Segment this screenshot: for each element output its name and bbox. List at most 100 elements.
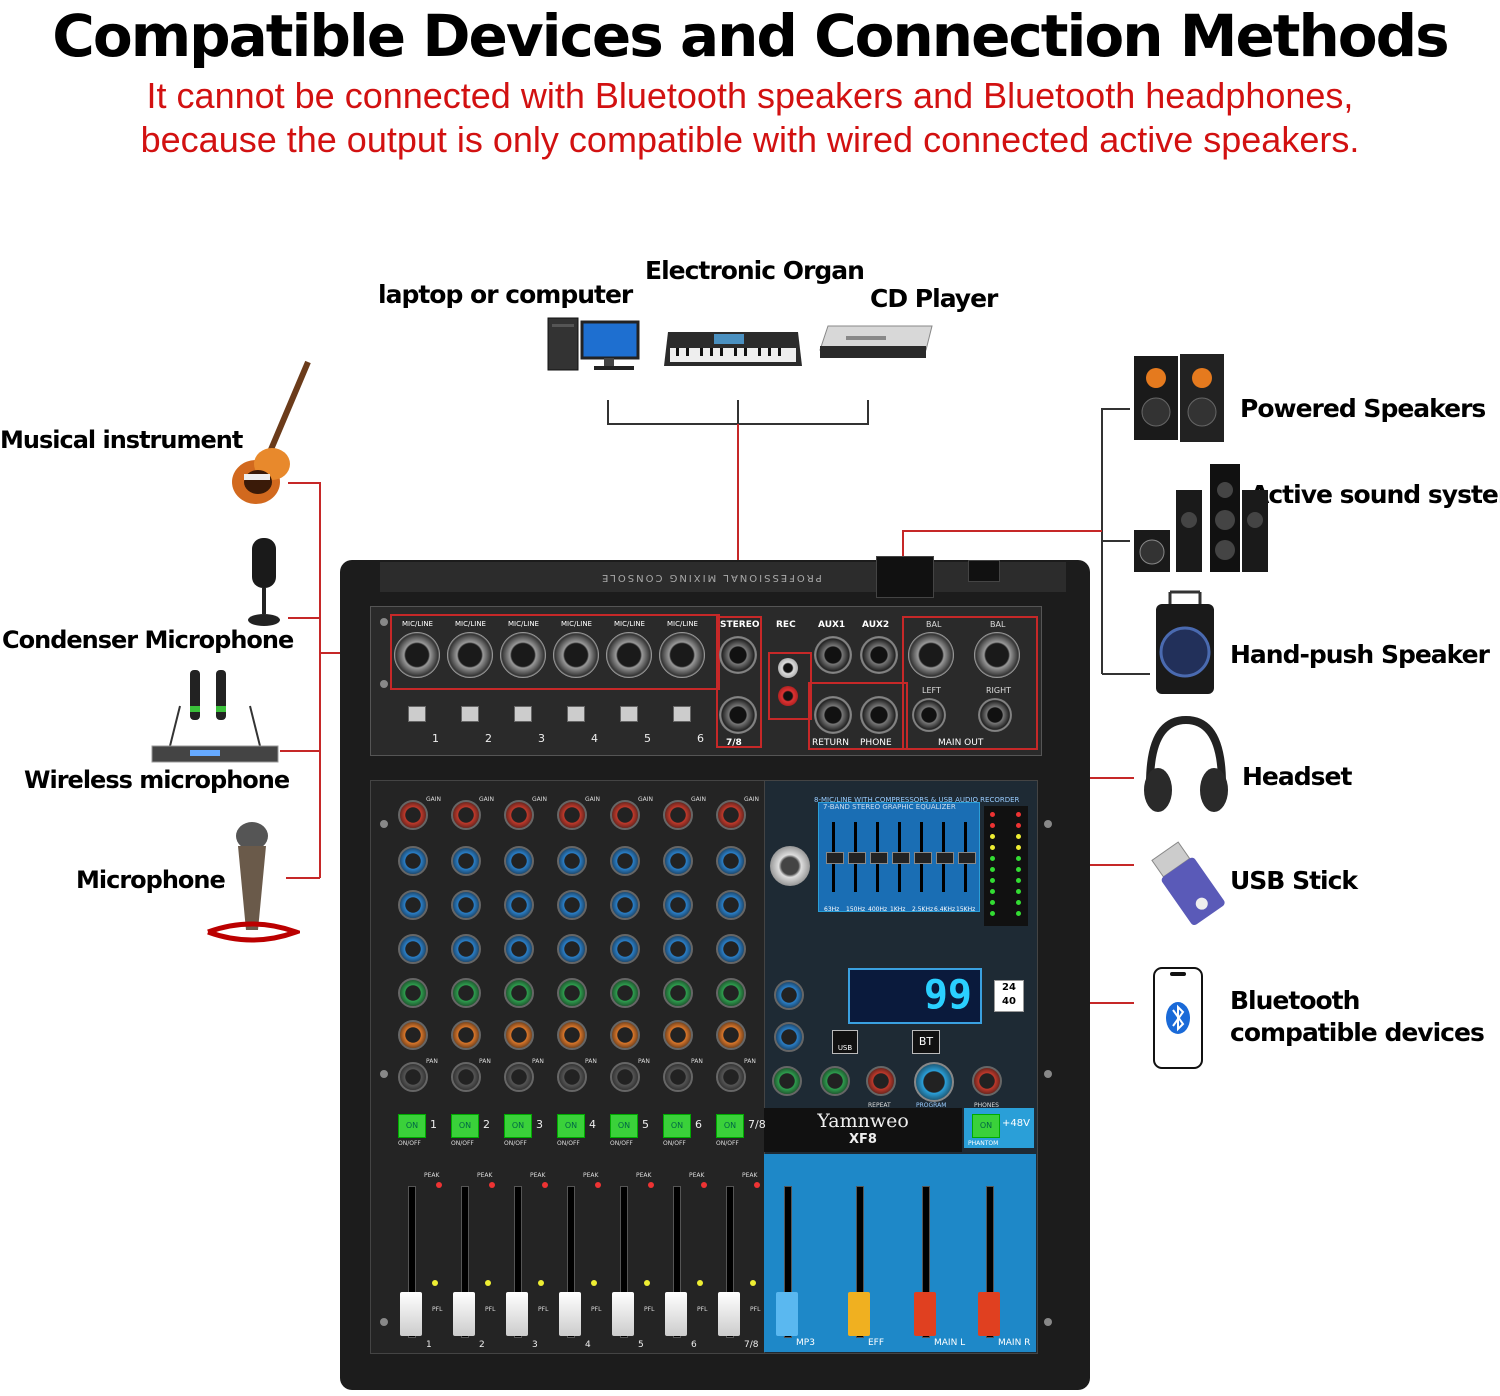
bus-fader-1[interactable] <box>776 1292 798 1336</box>
eq-knob[interactable] <box>557 934 587 964</box>
pan-knob[interactable] <box>398 1062 428 1092</box>
aux-knob[interactable] <box>610 1020 640 1050</box>
aux-knob[interactable] <box>451 1020 481 1050</box>
channel-1-on-button[interactable]: ON <box>398 1114 426 1138</box>
main-out-right-jack[interactable] <box>978 698 1012 732</box>
mic-input-4-combo-jack[interactable] <box>553 632 599 678</box>
channel-1-fader[interactable] <box>400 1292 422 1336</box>
aux-knob[interactable] <box>504 978 534 1008</box>
gain-knob[interactable] <box>451 800 481 830</box>
eq-knob[interactable] <box>557 846 587 876</box>
main-out-right-xlr[interactable] <box>974 632 1020 678</box>
aux-knob[interactable] <box>557 978 587 1008</box>
stereo-l-jack[interactable] <box>719 636 757 674</box>
return-jack[interactable] <box>814 696 852 734</box>
eq-knob[interactable] <box>557 890 587 920</box>
pan-knob[interactable] <box>451 1062 481 1092</box>
gain-knob[interactable] <box>610 800 640 830</box>
aux-knob[interactable] <box>398 978 428 1008</box>
stereo-r-jack[interactable] <box>719 696 757 734</box>
aux-knob[interactable] <box>398 1020 428 1050</box>
eq-slider-400Hz[interactable] <box>870 852 888 864</box>
mic-input-1-combo-jack[interactable] <box>394 632 440 678</box>
eq-slider-15KHz[interactable] <box>958 852 976 864</box>
channel-6-on-button[interactable]: ON <box>663 1114 691 1138</box>
bus-fader-4[interactable] <box>978 1292 1000 1336</box>
program-knob[interactable] <box>914 1062 954 1102</box>
pan-knob[interactable] <box>663 1062 693 1092</box>
eq-slider-63Hz[interactable] <box>826 852 844 864</box>
eq-knob[interactable] <box>716 846 746 876</box>
bus-fader-3[interactable] <box>914 1292 936 1336</box>
aux-knob[interactable] <box>610 978 640 1008</box>
pan-knob[interactable] <box>557 1062 587 1092</box>
channel-4-on-button[interactable]: ON <box>557 1114 585 1138</box>
eq-knob[interactable] <box>398 934 428 964</box>
aux-knob[interactable] <box>557 1020 587 1050</box>
gain-knob[interactable] <box>663 800 693 830</box>
channel-4-fader[interactable] <box>559 1292 581 1336</box>
phone-jack[interactable] <box>860 696 898 734</box>
channel-5-on-button[interactable]: ON <box>610 1114 638 1138</box>
gain-knob[interactable] <box>398 800 428 830</box>
eq-knob[interactable] <box>610 934 640 964</box>
pad-switch-4[interactable] <box>567 706 585 722</box>
usb-button[interactable]: USB <box>832 1030 858 1054</box>
eq-knob[interactable] <box>663 934 693 964</box>
channel-2-fader[interactable] <box>453 1292 475 1336</box>
pad-switch-6[interactable] <box>673 706 691 722</box>
mic-input-2-combo-jack[interactable] <box>447 632 493 678</box>
aux-knob[interactable] <box>716 1020 746 1050</box>
pad-switch-3[interactable] <box>514 706 532 722</box>
aux2-jack[interactable] <box>860 636 898 674</box>
pan-knob[interactable] <box>716 1062 746 1092</box>
eq-slider-1KHz[interactable] <box>892 852 910 864</box>
eq-slider-6.4KHz[interactable] <box>936 852 954 864</box>
master-knob-2[interactable] <box>774 1022 804 1052</box>
channel-5-fader[interactable] <box>612 1292 634 1336</box>
eq-knob[interactable] <box>451 934 481 964</box>
eq-knob[interactable] <box>504 934 534 964</box>
master-knob-5[interactable] <box>866 1066 896 1096</box>
eq-slider-2.5KHz[interactable] <box>914 852 932 864</box>
channel-3-on-button[interactable]: ON <box>504 1114 532 1138</box>
eq-knob[interactable] <box>398 890 428 920</box>
rec-rca-white[interactable] <box>778 658 798 678</box>
master-knob-1[interactable] <box>774 980 804 1010</box>
eq-knob[interactable] <box>610 890 640 920</box>
eq-knob[interactable] <box>398 846 428 876</box>
aux-knob[interactable] <box>504 1020 534 1050</box>
channel-6-fader[interactable] <box>665 1292 687 1336</box>
power-switch[interactable] <box>968 560 1000 582</box>
aux-knob[interactable] <box>451 978 481 1008</box>
eq-knob[interactable] <box>716 934 746 964</box>
eq-knob[interactable] <box>663 890 693 920</box>
gain-knob[interactable] <box>716 800 746 830</box>
pad-switch-2[interactable] <box>461 706 479 722</box>
mic-input-6-combo-jack[interactable] <box>659 632 705 678</box>
eq-knob[interactable] <box>663 846 693 876</box>
phantom-power-button[interactable]: ON <box>972 1114 1000 1138</box>
eq-slider-150Hz[interactable] <box>848 852 866 864</box>
main-out-left-xlr[interactable] <box>908 632 954 678</box>
channel-7-on-button[interactable]: ON <box>716 1114 744 1138</box>
pan-knob[interactable] <box>504 1062 534 1092</box>
master-knob-4[interactable] <box>820 1066 850 1096</box>
aux-knob[interactable] <box>716 978 746 1008</box>
gain-knob[interactable] <box>504 800 534 830</box>
channel-2-on-button[interactable]: ON <box>451 1114 479 1138</box>
eq-knob[interactable] <box>504 890 534 920</box>
mic-input-5-combo-jack[interactable] <box>606 632 652 678</box>
main-out-left-jack[interactable] <box>912 698 946 732</box>
eq-knob[interactable] <box>504 846 534 876</box>
pad-switch-5[interactable] <box>620 706 638 722</box>
eq-knob[interactable] <box>610 846 640 876</box>
master-knob-3[interactable] <box>772 1066 802 1096</box>
pan-knob[interactable] <box>610 1062 640 1092</box>
channel-3-fader[interactable] <box>506 1292 528 1336</box>
aux-knob[interactable] <box>663 1020 693 1050</box>
eq-knob[interactable] <box>451 890 481 920</box>
channel-7-fader[interactable] <box>718 1292 740 1336</box>
aux1-jack[interactable] <box>814 636 852 674</box>
program-push-knob[interactable] <box>770 846 810 886</box>
